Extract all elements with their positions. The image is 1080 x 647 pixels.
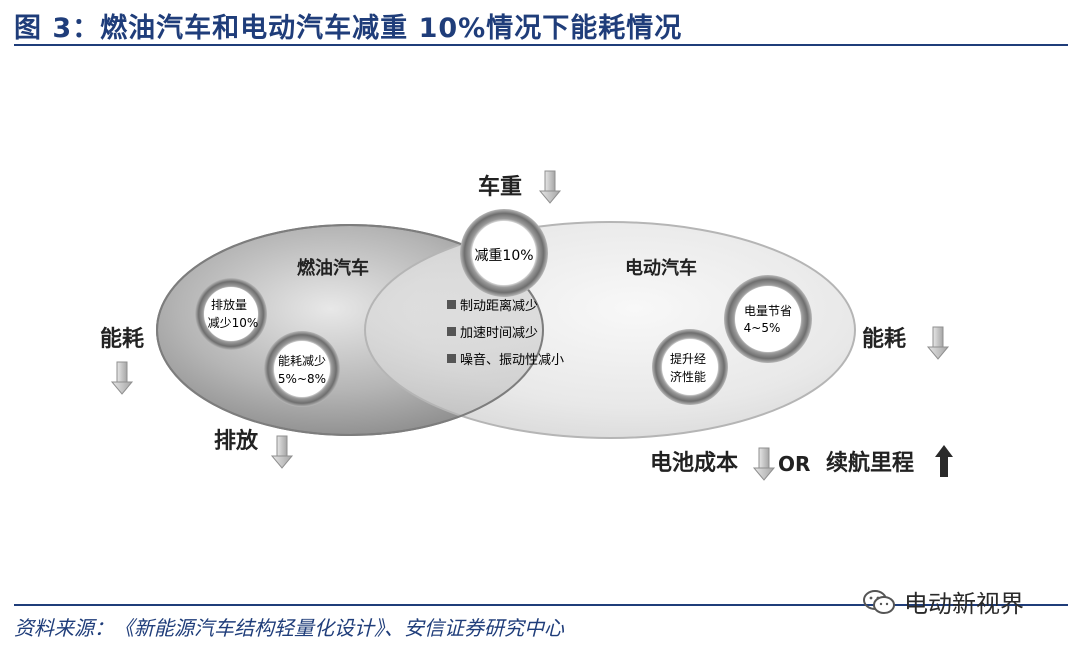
economy-line2: 济性能 bbox=[670, 369, 706, 384]
vehicle-weight-label: 车重 bbox=[478, 174, 522, 200]
fuel-car-title: 燃油汽车 bbox=[297, 257, 369, 279]
down-arrow-icon bbox=[539, 170, 561, 204]
left-energy-label: 能耗 bbox=[100, 326, 144, 352]
right-energy-label: 能耗 bbox=[862, 326, 906, 352]
figure-title: 图 3：燃油汽车和电动汽车减重 10%情况下能耗情况 bbox=[14, 13, 683, 44]
square-bullet-icon bbox=[447, 327, 456, 336]
weight-reduction-label: 减重10% bbox=[474, 248, 533, 264]
power-saving-line1: 电量节省 bbox=[744, 304, 792, 318]
power-saving-line2: 4~5% bbox=[744, 321, 781, 335]
up-arrow-icon bbox=[935, 445, 953, 477]
wechat-logo-icon bbox=[863, 589, 895, 614]
down-arrow-icon bbox=[271, 435, 293, 469]
or-label: OR bbox=[778, 452, 810, 476]
footer-divider bbox=[14, 604, 1068, 606]
watermark-text: 电动新视界 bbox=[904, 590, 1024, 618]
square-bullet-icon bbox=[447, 354, 456, 363]
emission-reduction-line2: 减少10% bbox=[208, 316, 259, 330]
battery-cost-label: 电池成本 bbox=[650, 451, 738, 476]
energy-reduction-line1: 能耗减少 bbox=[278, 354, 326, 368]
overlap-item-1: 制动距离减少 bbox=[460, 298, 538, 314]
watermark: 电动新视界 bbox=[862, 584, 1024, 619]
emission-reduction-line1: 排放量 bbox=[211, 297, 247, 312]
range-label: 续航里程 bbox=[826, 450, 914, 476]
down-arrow-icon bbox=[753, 447, 775, 481]
down-arrow-icon bbox=[927, 326, 949, 360]
economy-line1: 提升经 bbox=[670, 351, 706, 366]
energy-reduction-line2: 5%~8% bbox=[278, 372, 326, 386]
venn-diagram: 燃油汽车 电动汽车 减重10% 排放量 减少10% 能耗减少 5%~8% 电量节… bbox=[100, 170, 953, 481]
square-bullet-icon bbox=[447, 300, 456, 309]
emission-label: 排放 bbox=[214, 428, 259, 454]
overlap-item-2: 加速时间减少 bbox=[460, 326, 538, 341]
electric-car-title: 电动汽车 bbox=[625, 257, 697, 279]
title-divider bbox=[14, 44, 1068, 46]
overlap-item-3: 噪音、振动性减小 bbox=[460, 352, 564, 368]
source-note: 资料来源：《新能源汽车结构轻量化设计》、安信证券研究中心 bbox=[14, 616, 564, 640]
down-arrow-icon bbox=[111, 361, 133, 395]
